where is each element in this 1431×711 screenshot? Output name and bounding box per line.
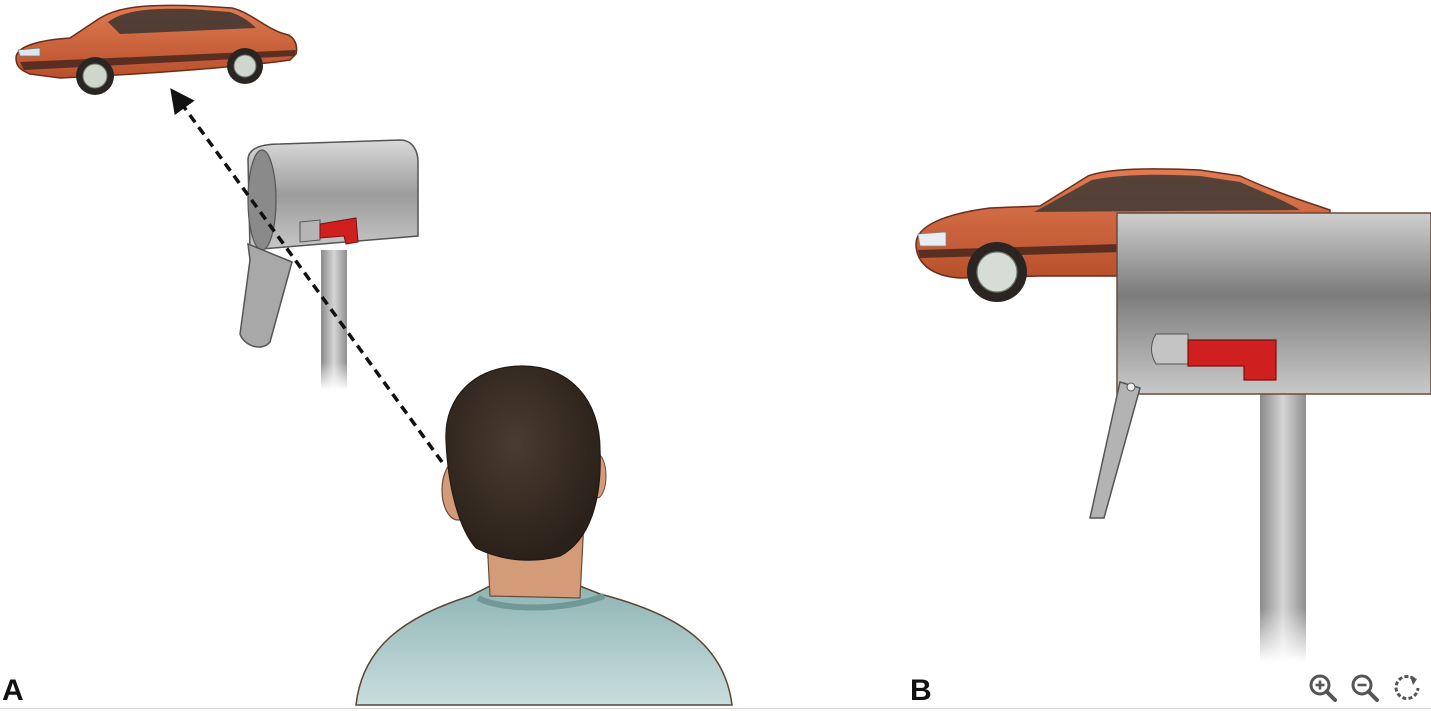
reset-icon	[1394, 675, 1420, 700]
panel-a-label: A	[2, 674, 24, 707]
zoom-out-icon	[1351, 674, 1379, 702]
car-icon	[15, 4, 298, 95]
panel-a	[15, 4, 733, 706]
panel-b	[915, 168, 1431, 662]
zoom-in-icon	[1309, 674, 1337, 702]
mailbox	[1089, 212, 1431, 662]
reset-button[interactable]	[1390, 671, 1424, 705]
bottom-divider	[0, 708, 1431, 709]
sightline-arrow	[170, 88, 444, 464]
zoom-toolbar	[1306, 670, 1430, 706]
person	[355, 365, 733, 706]
panel-b-label: B	[910, 674, 932, 707]
zoom-in-button[interactable]	[1306, 671, 1340, 705]
mailbox	[239, 139, 419, 390]
zoom-out-button[interactable]	[1348, 671, 1382, 705]
